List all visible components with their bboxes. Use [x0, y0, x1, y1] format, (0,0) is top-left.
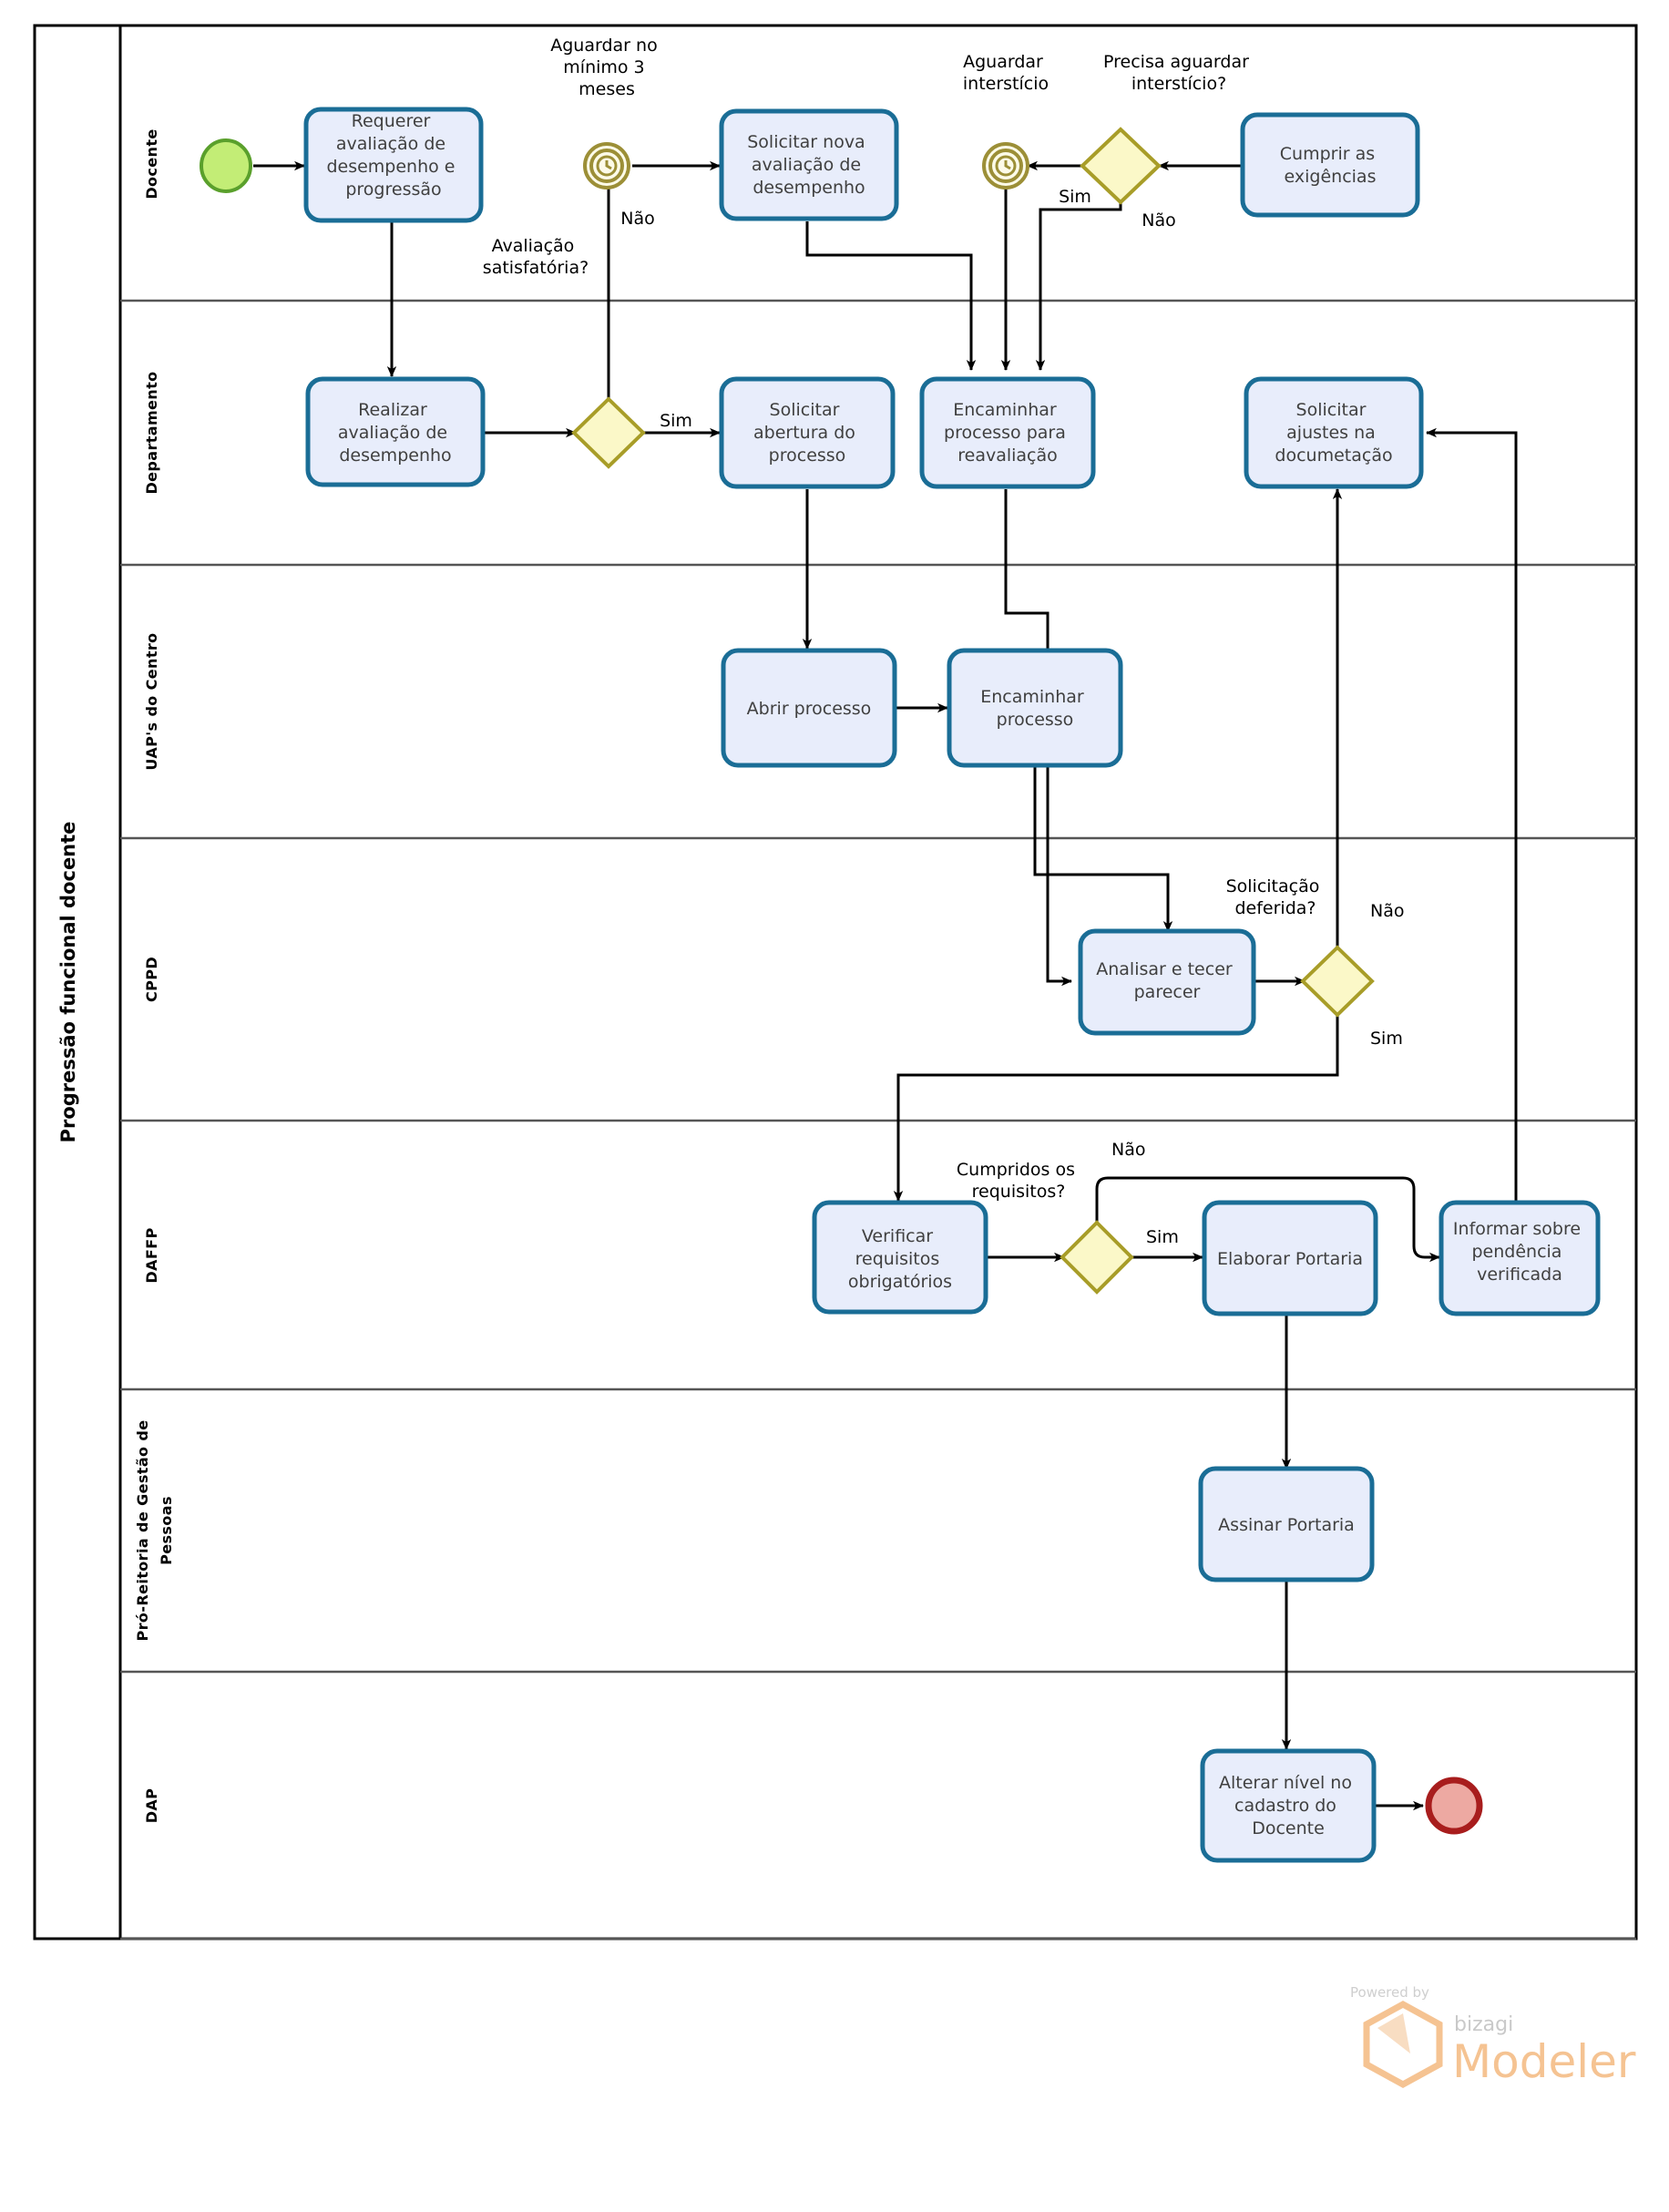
timer-event-3-meses[interactable]: Aguardar no mínimo 3 meses [550, 36, 663, 189]
task-alterar-nivel-cadastro[interactable]: Alterar nível no cadastro do Docente [1200, 1748, 1377, 1863]
lane-separators [120, 299, 1636, 1941]
lane-title-uaps: UAP's do Centro [143, 632, 160, 770]
start-event[interactable] [200, 138, 252, 193]
logo-bizagi-text: bizagi [1454, 2013, 1513, 2036]
gateway-precisa-aguardar-intersticio[interactable]: Precisa aguardar interstício? [1080, 52, 1254, 205]
task-abrir-processo[interactable]: Abrir processo [721, 648, 897, 768]
task-requerer-avaliacao[interactable]: Requerer avaliação de desempenho e progr… [303, 107, 484, 223]
task-encaminhar-processo[interactable]: Encaminhar processo [947, 648, 1123, 768]
task-label: Elaborar Portaria [1217, 1249, 1363, 1269]
task-cumprir-exigencias[interactable]: Cumprir as exigências [1240, 112, 1420, 218]
lane-title-departamento: Departamento [143, 371, 160, 494]
task-label: Analisar e tecer parecer [1096, 959, 1238, 1002]
task-elaborar-portaria[interactable]: Elaborar Portaria [1202, 1200, 1378, 1316]
task-solicitar-abertura[interactable]: Solicitar abertura do processo [719, 376, 896, 489]
task-label: Assinar Portaria [1218, 1515, 1355, 1535]
task-solicitar-nova-avaliacao[interactable]: Solicitar nova avaliação de desempenho [719, 108, 899, 221]
task-informar-pendencia[interactable]: Informar sobre pendência verificada [1439, 1200, 1601, 1316]
task-label: Requerer avaliação de desempenho e progr… [326, 111, 460, 200]
lane-title-cppd: CPPD [143, 957, 160, 1002]
flow-label-g2-sim: Sim [660, 411, 692, 431]
gateway-label: Avaliação satisfatória? [483, 236, 589, 278]
gateway-avaliacao-satisfatoria[interactable]: Avaliação satisfatória? [483, 236, 646, 469]
task-analisar-tecer-parecer[interactable]: Analisar e tecer parecer [1078, 928, 1256, 1036]
logo-modeler-text: Modeler [1452, 2035, 1636, 2088]
task-label: Solicitar nova avaliação de desempenho [747, 132, 871, 198]
task-verificar-requisitos[interactable]: Verificar requisitos obrigatórios [812, 1200, 988, 1315]
task-label: Encaminhar processo para reavaliação [944, 400, 1071, 466]
lane-title-progep-line1: Pró-Reitoria de Gestão de [134, 1420, 151, 1642]
lane-title-progep-line2: Pessoas [158, 1496, 175, 1565]
task-label: Abrir processo [747, 699, 872, 719]
task-label: Cumprir as exigências [1280, 144, 1380, 187]
flow-label-g3-nao: Não [1370, 901, 1404, 921]
gateway-label: Solicitação deferida? [1226, 876, 1326, 918]
task-label: Verificar requisitos obrigatórios [848, 1226, 952, 1292]
flow-label-g2-nao: Não [620, 209, 654, 229]
logo-powered-by-text: Powered by [1350, 1984, 1429, 2001]
bizagi-modeler-logo: Powered by bizagi Modeler [1350, 1984, 1636, 2088]
lane-title-dap: DAP [143, 1788, 160, 1824]
task-label: Solicitar ajustes na documetação [1275, 400, 1392, 466]
gateway-solicitacao-deferida[interactable]: Solicitação deferida? [1226, 876, 1375, 1018]
gateway-label: Cumpridos os requisitos? [957, 1160, 1080, 1202]
lane-title-progep: Pró-Reitoria de Gestão de Pessoas [134, 1420, 175, 1642]
lane-title-daffp: DAFFP [143, 1227, 160, 1283]
flow-label-g4-nao: Não [1111, 1140, 1145, 1160]
timer-event-label: Aguardar no mínimo 3 meses [550, 36, 663, 99]
gateway-label: Precisa aguardar interstício? [1103, 52, 1254, 94]
gateway-cumpridos-requisitos[interactable]: Cumpridos os requisitos? [957, 1160, 1134, 1295]
task-solicitar-ajustes[interactable]: Solicitar ajustes na documetação [1244, 376, 1424, 489]
flow-label-g1-nao: Não [1142, 210, 1175, 230]
timer-event-intersticio[interactable]: Aguardar interstício [963, 52, 1049, 189]
task-realizar-avaliacao[interactable]: Realizar avaliação de desempenho [305, 376, 486, 487]
pool-title: Progressão funcional docente [57, 822, 79, 1143]
bizagi-cube-icon [1363, 2001, 1443, 2088]
task-label: Informar sobre pendência verificada [1453, 1219, 1586, 1285]
sequence-flows [253, 137, 1518, 1811]
task-label: Alterar nível no cadastro do Docente [1219, 1773, 1357, 1838]
timer-event-label: Aguardar interstício [963, 52, 1049, 94]
task-label: Solicitar abertura do processo [753, 400, 861, 466]
task-encaminhar-reavaliacao[interactable]: Encaminhar processo para reavaliação [919, 376, 1096, 489]
flow-label-g4-sim: Sim [1146, 1227, 1179, 1247]
lane-title-docente: Docente [143, 128, 160, 199]
task-label: Realizar avaliação de desempenho [338, 400, 453, 466]
task-assinar-portaria[interactable]: Assinar Portaria [1198, 1466, 1375, 1582]
flow-label-g3-sim: Sim [1370, 1029, 1403, 1049]
flow-label-g1-sim: Sim [1059, 187, 1091, 207]
task-label: Encaminhar processo [980, 687, 1090, 730]
end-event[interactable] [1425, 1777, 1483, 1835]
pool-frame [33, 24, 1638, 1941]
